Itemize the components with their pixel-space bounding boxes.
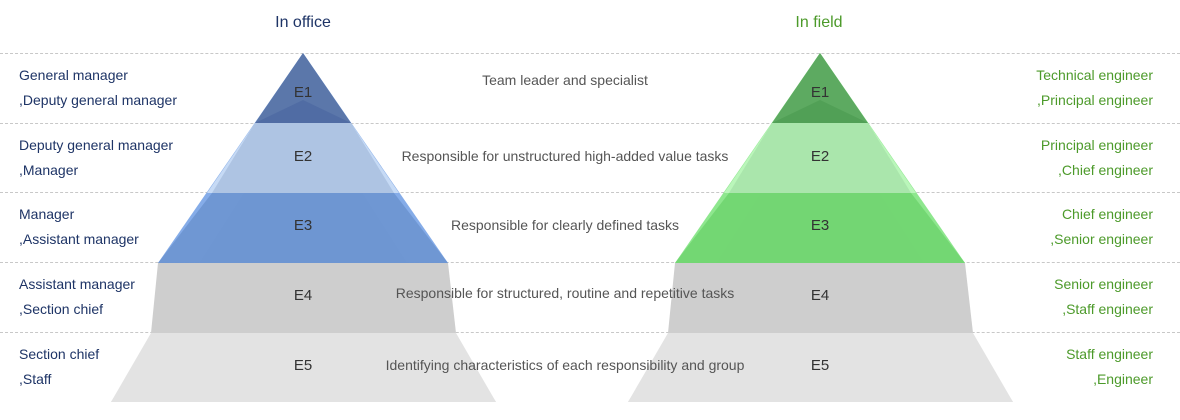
field-title-line: Senior engineer xyxy=(1054,276,1153,292)
field-title-line: ,Senior engineer xyxy=(1050,231,1153,247)
office-level-code-e1: E1 xyxy=(293,84,313,101)
field-title-e1: Technical engineer ,Principal engineer xyxy=(1036,63,1153,113)
office-band-e1 xyxy=(255,53,351,123)
office-title-line: ,Staff xyxy=(19,371,52,387)
office-level-code-e4: E4 xyxy=(293,287,313,304)
row-divider xyxy=(0,332,1180,333)
field-title-line: Principal engineer xyxy=(1040,137,1153,153)
field-level-code-e1: E1 xyxy=(810,84,830,101)
field-title-e5: Staff engineer ,Engineer xyxy=(1066,342,1153,392)
level-description-e3: Responsible for clearly defined tasks xyxy=(450,217,679,233)
header-in-field: In field xyxy=(795,14,843,31)
field-level-code-e4: E4 xyxy=(810,287,830,304)
field-band-e4 xyxy=(668,263,973,333)
office-title-e3: Manager ,Assistant manager xyxy=(19,202,139,252)
level-description-e2: Responsible for unstructured high-added … xyxy=(401,148,729,164)
office-band-e5 xyxy=(111,333,496,402)
office-title-line: General manager xyxy=(19,67,128,83)
office-title-line: Deputy general manager xyxy=(19,137,174,153)
level-description-e5: Identifying characteristics of each resp… xyxy=(385,357,745,373)
office-title-e1: General manager ,Deputy general manager xyxy=(19,63,177,113)
field-title-line: ,Staff engineer xyxy=(1062,301,1153,317)
office-level-code-e3: E3 xyxy=(293,217,313,234)
field-title-e3: Chief engineer ,Senior engineer xyxy=(1050,202,1153,252)
row-divider xyxy=(0,123,1180,124)
office-title-e4: Assistant manager ,Section chief xyxy=(19,272,135,322)
field-title-e2: Principal engineer ,Chief engineer xyxy=(1041,133,1153,183)
office-title-line: ,Manager xyxy=(19,162,79,178)
field-title-line: Chief engineer xyxy=(1061,206,1153,222)
field-title-line: ,Principal engineer xyxy=(1037,92,1153,108)
office-title-line: Assistant manager xyxy=(19,276,135,292)
level-description-e4: Responsible for structured, routine and … xyxy=(395,285,735,301)
office-overlap-mid xyxy=(212,123,394,193)
field-overlap-mid xyxy=(729,123,911,193)
office-title-line: ,Deputy general manager xyxy=(19,92,177,108)
office-title-line: Section chief xyxy=(19,346,100,362)
field-title-line: Staff engineer xyxy=(1066,346,1153,362)
office-title-e5: Section chief ,Staff xyxy=(19,342,99,392)
field-overlap-e2 xyxy=(772,100,868,123)
office-title-line: Manager xyxy=(19,206,75,222)
office-title-line: ,Assistant manager xyxy=(19,231,139,247)
row-divider xyxy=(0,192,1180,193)
office-level-code-e5: E5 xyxy=(293,357,313,374)
level-description-e1: Team leader and specialist xyxy=(482,72,648,88)
row-divider xyxy=(0,53,1180,54)
field-level-code-e5: E5 xyxy=(810,357,830,374)
office-band-e4 xyxy=(151,263,456,333)
row-divider xyxy=(0,262,1180,263)
field-title-line: ,Engineer xyxy=(1093,371,1153,387)
office-level-code-e2: E2 xyxy=(293,148,313,165)
field-title-e4: Senior engineer ,Staff engineer xyxy=(1054,272,1153,322)
field-level-code-e2: E2 xyxy=(810,148,830,165)
field-band-e5 xyxy=(628,333,1013,402)
office-title-line: ,Section chief xyxy=(19,301,104,317)
field-overlap-low xyxy=(675,193,965,263)
field-level-code-e3: E3 xyxy=(810,217,830,234)
office-overlap-e2 xyxy=(255,100,351,123)
field-title-line: Technical engineer xyxy=(1036,67,1153,83)
office-title-e2: Deputy general manager ,Manager xyxy=(19,133,173,183)
header-in-office: In office xyxy=(275,14,331,31)
field-title-line: ,Chief engineer xyxy=(1058,162,1153,178)
office-overlap-low xyxy=(158,193,448,263)
field-band-e1 xyxy=(772,53,868,123)
